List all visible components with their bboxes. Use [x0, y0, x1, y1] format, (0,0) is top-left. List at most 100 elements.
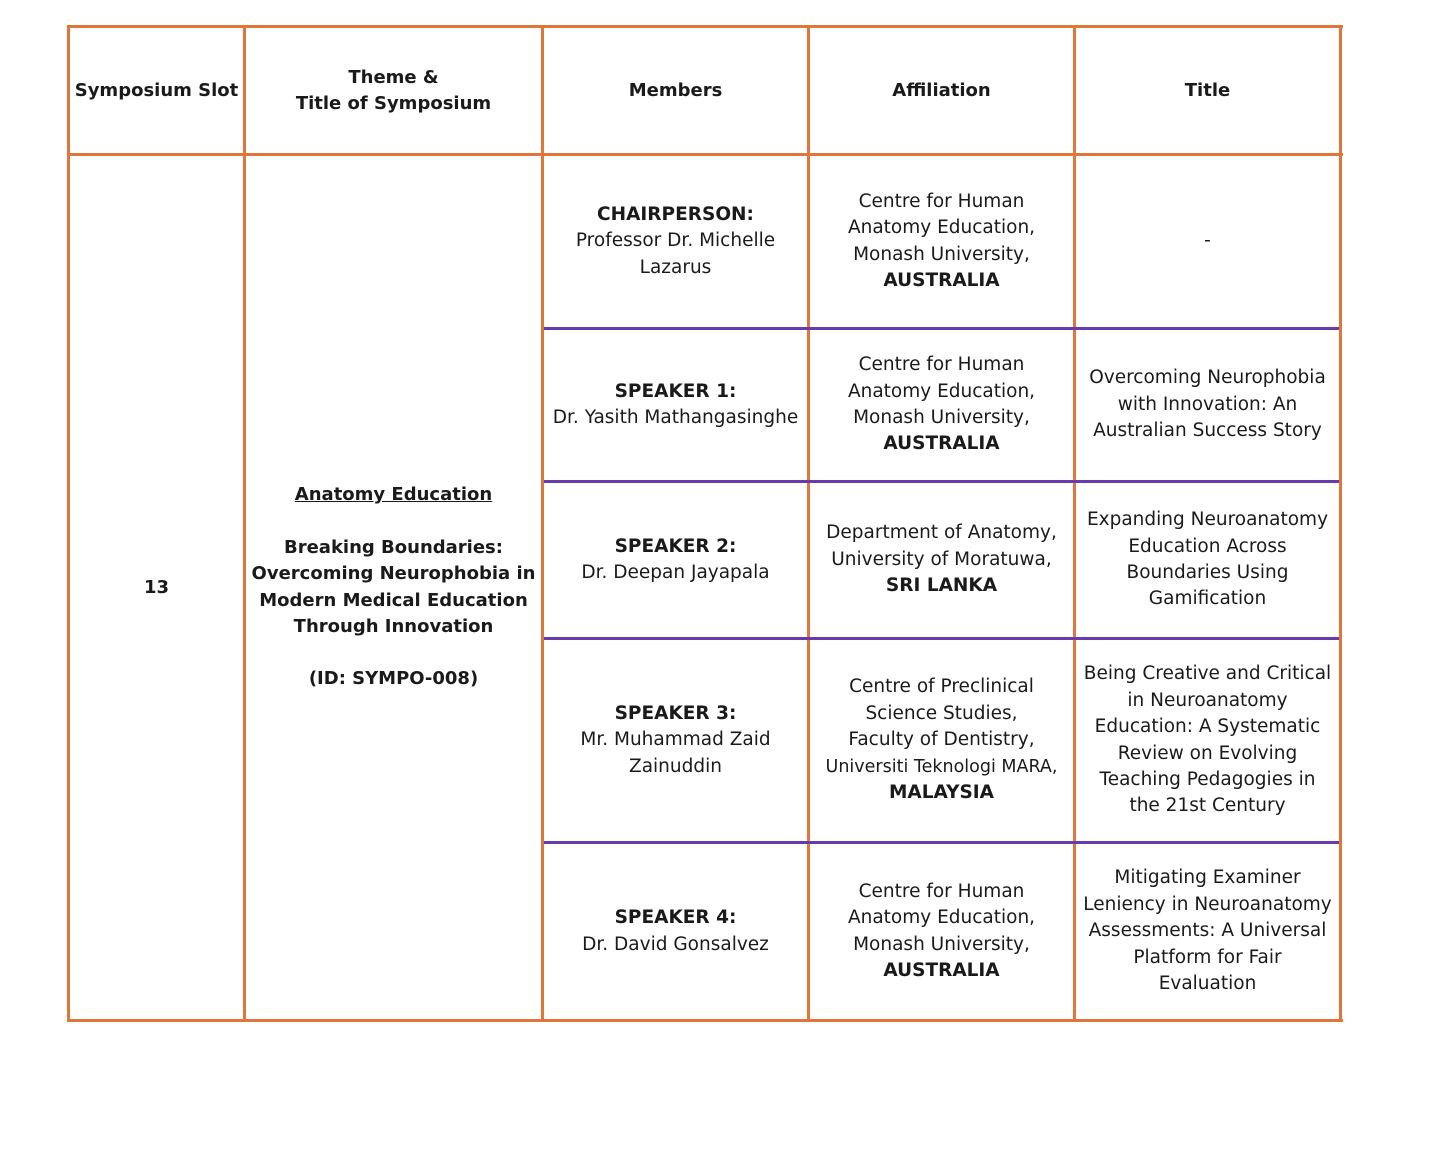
title-cell-chairperson: -: [1076, 156, 1339, 327]
talk-title-line: Platform for Fair: [1133, 946, 1282, 968]
member-role: CHAIRPERSON:: [597, 203, 754, 225]
affiliation-line: Monash University,: [853, 407, 1030, 428]
table-border-bottom: [67, 1019, 1343, 1022]
header-slot: Symposium Slot: [70, 28, 243, 153]
header-divider: [67, 153, 1343, 156]
symposium-id: (ID: SYMPO-008): [308, 668, 479, 690]
row-divider-1: [544, 327, 1339, 330]
talk-title-line: with Innovation: An: [1117, 393, 1298, 415]
header-members-label: Members: [628, 79, 723, 101]
row-divider-2: [544, 480, 1339, 483]
header-members: Members: [544, 28, 807, 153]
talk-title-line: Assessments: A Universal: [1088, 920, 1327, 942]
affiliation-line: Centre of Preclinical: [849, 676, 1034, 698]
symposium-title-line-1: Breaking Boundaries:: [284, 536, 503, 558]
member-cell-speaker-1: SPEAKER 1: Dr. Yasith Mathangasinghe: [544, 330, 807, 480]
title-cell-speaker-4: Mitigating Examiner Leniency in Neuroana…: [1076, 844, 1339, 1019]
table-border-right: [1339, 25, 1342, 1022]
title-cell-speaker-1: Overcoming Neurophobia with Innovation: …: [1076, 330, 1339, 480]
talk-title-line: Teaching Pedagogies in: [1099, 768, 1316, 790]
header-theme-line-1: Theme &: [348, 66, 439, 88]
affiliation-line: Universiti Teknologi MARA,: [825, 756, 1058, 777]
affiliation-cell-speaker-1: Centre for Human Anatomy Education, Mona…: [810, 330, 1073, 480]
talk-title-line: Leniency in Neuroanatomy: [1083, 893, 1332, 915]
row-divider-3: [544, 637, 1339, 640]
header-theme-line-2: Title of Symposium: [295, 92, 492, 114]
affiliation-line: Department of Anatomy,: [826, 522, 1057, 544]
affiliation-country: AUSTRALIA: [883, 269, 1000, 291]
slot-number-cell: 13: [70, 156, 243, 1019]
member-name-line: Lazarus: [639, 256, 712, 278]
affiliation-line: Anatomy Education,: [847, 380, 1036, 402]
header-theme: Theme & Title of Symposium: [246, 28, 541, 153]
affiliation-line: University of Moratuwa,: [831, 548, 1052, 570]
affiliation-country: AUSTRALIA: [883, 959, 1000, 981]
member-cell-speaker-2: SPEAKER 2: Dr. Deepan Jayapala: [544, 483, 807, 637]
affiliation-cell-speaker-4: Centre for Human Anatomy Education, Mona…: [810, 844, 1073, 1019]
member-name-line: Dr. Deepan Jayapala: [581, 562, 770, 583]
affiliation-line: Centre for Human: [858, 190, 1025, 212]
member-cell-chairperson: CHAIRPERSON: Professor Dr. Michelle Laza…: [544, 156, 807, 327]
symposium-cell: Anatomy Education Breaking Boundaries: O…: [246, 156, 541, 1019]
header-affiliation-label: Affiliation: [892, 79, 991, 101]
affiliation-country: SRI LANKA: [885, 575, 998, 597]
affiliation-line: Monash University,: [853, 933, 1030, 955]
affiliation-line: Faculty of Dentistry,: [848, 729, 1035, 751]
member-name-line: Zainuddin: [629, 755, 722, 777]
title-cell-speaker-2: Expanding Neuroanatomy Education Across …: [1076, 483, 1339, 637]
column-divider-3: [807, 25, 810, 1022]
member-role: SPEAKER 3:: [614, 702, 737, 724]
table-border-left: [67, 25, 70, 1022]
symposium-theme: Anatomy Education: [294, 484, 493, 506]
table-border-top: [67, 25, 1343, 28]
title-cell-speaker-3: Being Creative and Critical in Neuroanat…: [1076, 640, 1339, 841]
row-divider-4: [544, 841, 1339, 844]
affiliation-line: Centre for Human: [858, 880, 1025, 902]
affiliation-line: Centre for Human: [858, 354, 1025, 376]
affiliation-cell-speaker-3: Centre of Preclinical Science Studies, F…: [810, 640, 1073, 841]
symposium-title-line-3: Modern Medical Education: [259, 589, 528, 611]
column-divider-2: [541, 25, 544, 1022]
header-title: Title: [1076, 28, 1339, 153]
column-divider-4: [1073, 25, 1076, 1022]
symposium-title-line-4: Through Innovation: [293, 615, 494, 637]
header-slot-label: Symposium Slot: [74, 79, 239, 101]
talk-title-line: Overcoming Neurophobia: [1089, 367, 1326, 389]
affiliation-country: MALAYSIA: [889, 782, 994, 804]
talk-title-line: Review on Evolving: [1117, 742, 1298, 764]
talk-title-line: Gamification: [1148, 588, 1267, 610]
member-role: SPEAKER 2:: [614, 535, 737, 557]
slot-number: 13: [143, 576, 170, 598]
member-name-line: Dr. David Gonsalvez: [582, 933, 769, 955]
talk-title-line: the 21st Century: [1129, 795, 1286, 817]
talk-title-line: -: [1204, 230, 1211, 252]
talk-title-line: Being Creative and Critical: [1083, 663, 1332, 685]
affiliation-line: Anatomy Education,: [847, 217, 1036, 239]
header-affiliation: Affiliation: [810, 28, 1073, 153]
column-divider-1: [243, 25, 246, 1022]
talk-title-line: Evaluation: [1158, 973, 1257, 995]
talk-title-line: Expanding Neuroanatomy: [1086, 509, 1329, 531]
affiliation-line: Science Studies,: [865, 702, 1018, 724]
symposium-title-line-2: Overcoming Neurophobia in: [251, 563, 536, 585]
affiliation-cell-chairperson: Centre for Human Anatomy Education, Mona…: [810, 156, 1073, 327]
header-title-label: Title: [1184, 79, 1231, 101]
member-name-line: Professor Dr. Michelle: [575, 230, 776, 252]
member-name-line: Mr. Muhammad Zaid: [580, 729, 771, 751]
affiliation-cell-speaker-2: Department of Anatomy, University of Mor…: [810, 483, 1073, 637]
affiliation-country: AUSTRALIA: [883, 433, 1000, 455]
symposium-table: Symposium Slot Theme & Title of Symposiu…: [67, 25, 1343, 1022]
member-cell-speaker-3: SPEAKER 3: Mr. Muhammad Zaid Zainuddin: [544, 640, 807, 841]
affiliation-line: Monash University,: [853, 243, 1030, 265]
talk-title-line: Mitigating Examiner: [1114, 867, 1301, 889]
member-cell-speaker-4: SPEAKER 4: Dr. David Gonsalvez: [544, 844, 807, 1019]
talk-title-line: Australian Success Story: [1093, 420, 1322, 442]
talk-title-line: Boundaries Using: [1126, 562, 1289, 583]
talk-title-line: Education: A Systematic: [1094, 716, 1321, 738]
affiliation-line: Anatomy Education,: [847, 907, 1036, 929]
member-role: SPEAKER 4:: [614, 907, 737, 929]
member-role: SPEAKER 1:: [614, 380, 737, 402]
talk-title-line: in Neuroanatomy: [1127, 689, 1288, 711]
member-name-line: Dr. Yasith Mathangasinghe: [552, 407, 799, 428]
talk-title-line: Education Across: [1128, 535, 1287, 557]
